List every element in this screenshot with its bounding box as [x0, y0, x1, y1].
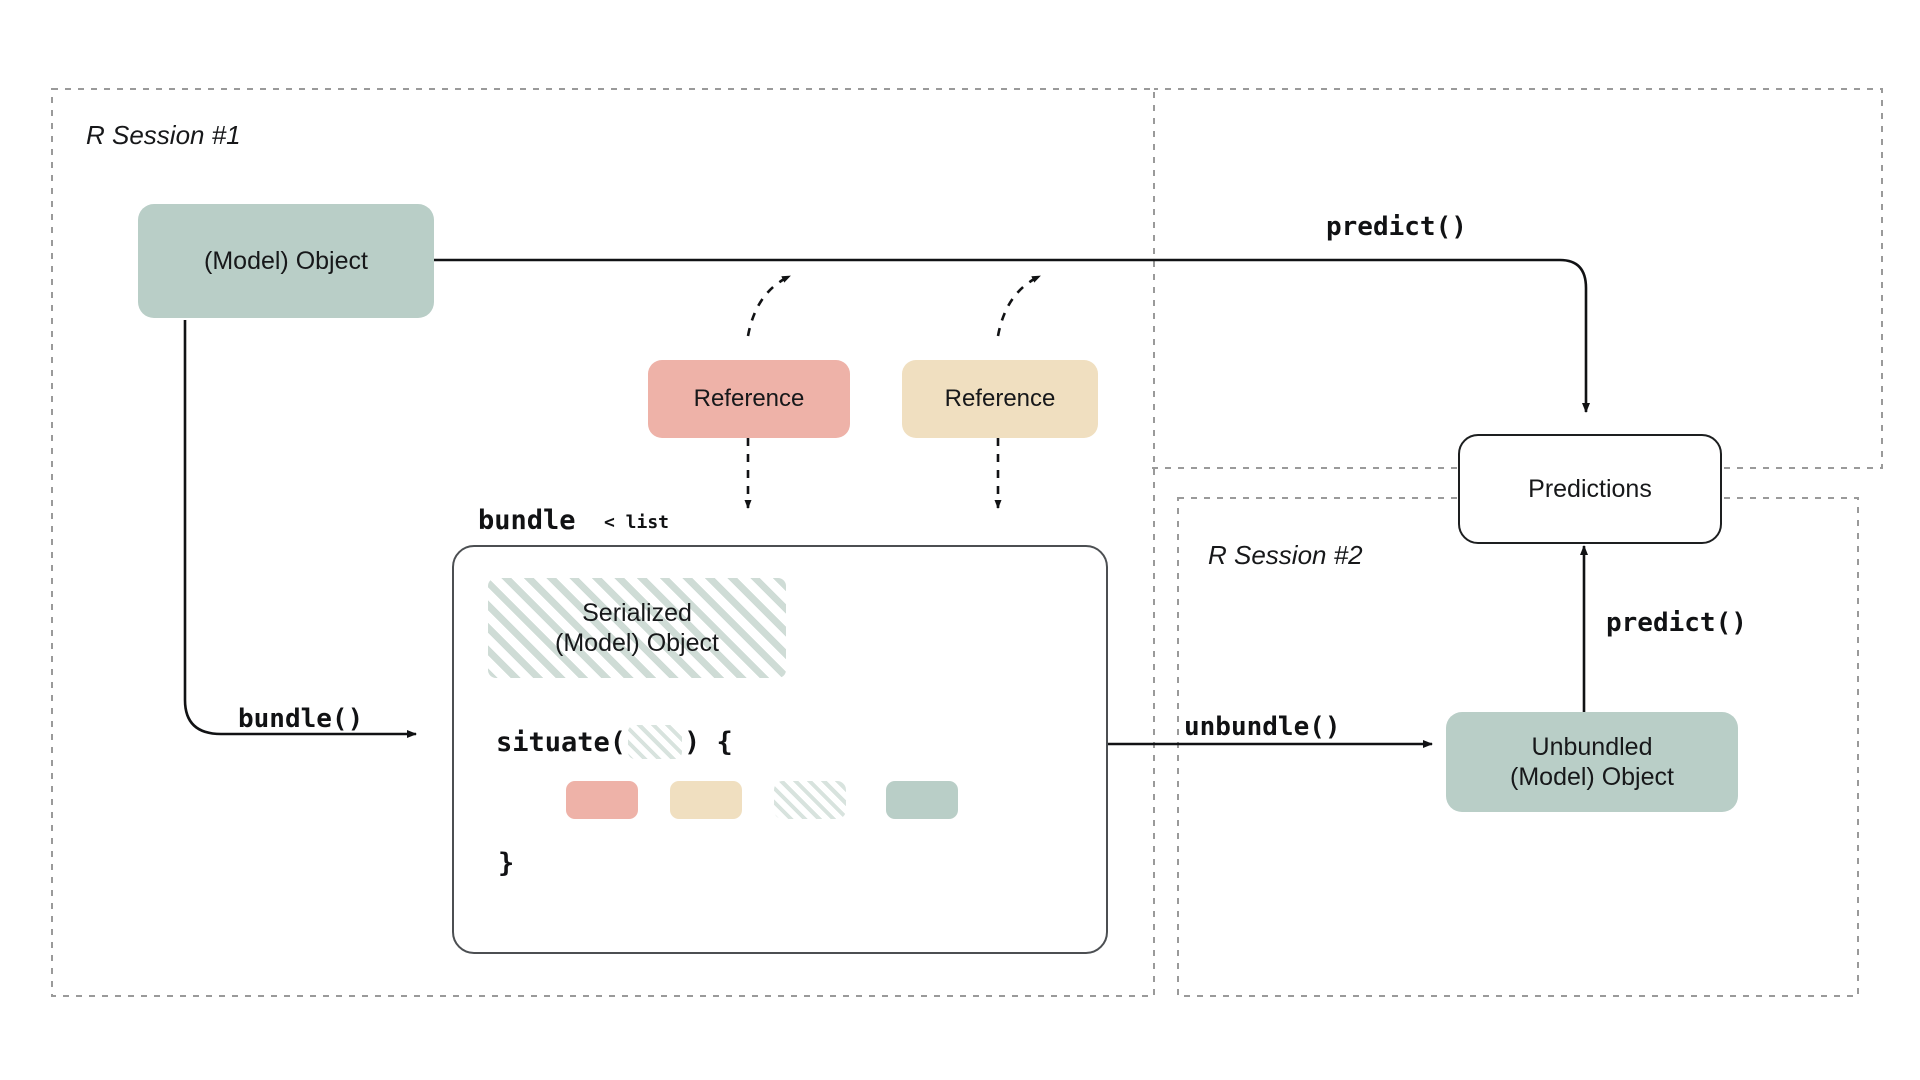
frame-predictions-outline [1152, 88, 1883, 469]
unbundled-object-line-2: (Model) Object [1510, 763, 1674, 791]
situate-open-token: situate( [496, 726, 627, 758]
frame-label-session-2: R Session #2 [1208, 540, 1363, 570]
situate-argument-placeholder [628, 725, 683, 759]
situate-close-token: ) { [684, 726, 733, 758]
bundle-type-annotation: < list [604, 512, 670, 533]
edge-label-predict-session1: predict() [1326, 212, 1467, 242]
node-unbundled-object[interactable]: Unbundled (Model) Object [1446, 712, 1738, 812]
situate-signature-row: situate( ) { [496, 725, 733, 759]
chip-reference-red [566, 781, 638, 819]
edge-label-bundle: bundle() [238, 704, 364, 734]
chip-model [886, 781, 958, 819]
edge-label-predict-session2: predict() [1606, 608, 1747, 638]
node-reference-tan[interactable]: Reference [902, 360, 1098, 438]
chip-reference-tan [670, 781, 742, 819]
node-reference-red[interactable]: Reference [648, 360, 850, 438]
edge-bundle [183, 320, 417, 738]
serialized-object-line-2: (Model) Object [555, 629, 719, 657]
situate-close-brace: } [498, 848, 515, 879]
serialized-object-line-1: Serialized [582, 598, 692, 627]
edge-label-unbundle: unbundle() [1184, 712, 1341, 742]
bundle-title: bundle [478, 505, 576, 536]
edge-reference-tan-to-model [996, 274, 1041, 337]
frame-label-session-1: R Session #1 [86, 120, 241, 150]
node-model-object[interactable]: (Model) Object [138, 204, 434, 318]
node-predictions[interactable]: Predictions [1458, 434, 1722, 544]
chip-serialized [774, 781, 846, 819]
unbundled-object-line-1: Unbundled [1531, 732, 1653, 761]
node-serialized-object: Serialized (Model) Object [488, 578, 786, 678]
edge-reference-red-to-model [746, 274, 791, 337]
